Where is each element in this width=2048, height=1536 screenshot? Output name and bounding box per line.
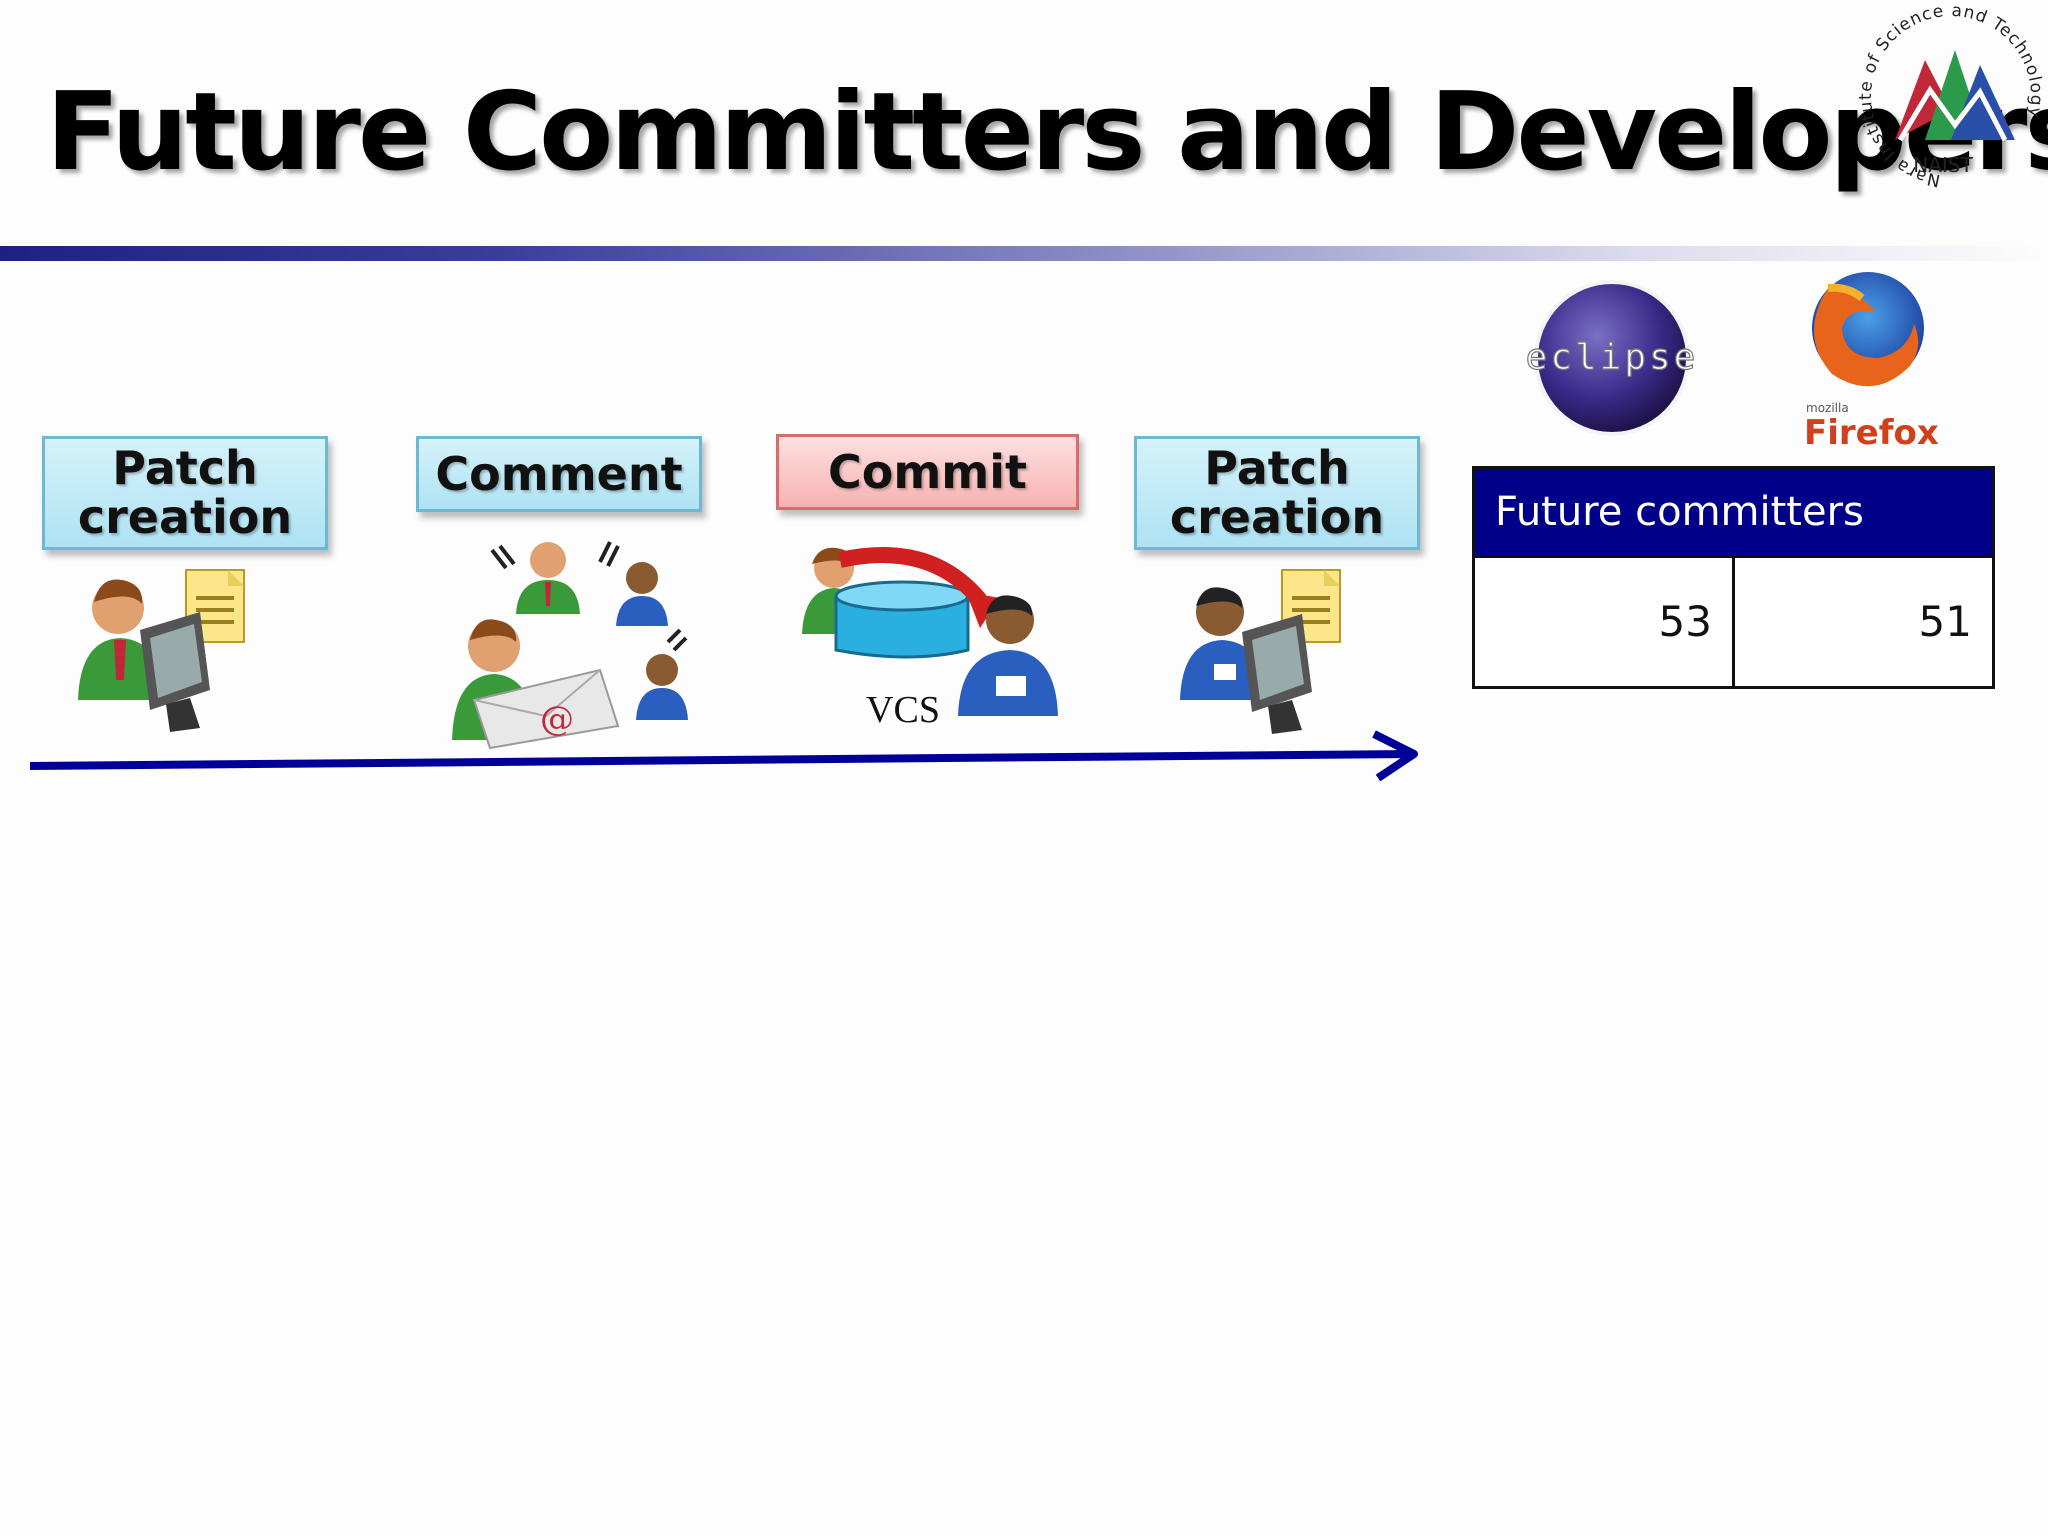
step-label-line: Patch (112, 441, 258, 495)
svg-text:Firefox: Firefox (1804, 413, 1939, 453)
svg-text:NAIST: NAIST (1913, 153, 1973, 177)
step-patch-creation-2: Patch creation (1134, 436, 1420, 550)
step-patch-creation-1: Patch creation (42, 436, 328, 550)
comment-discussion-icon: @ (452, 541, 688, 750)
title-underline-bar (0, 246, 2048, 261)
step-label-line: creation (1169, 490, 1385, 544)
eclipse-count-cell: 53 (1475, 558, 1732, 686)
developer-computer-icon (1180, 569, 1341, 734)
future-committers-table: Future committers 53 51 (1472, 466, 1995, 689)
svg-text:@: @ (540, 699, 574, 739)
firefox-count-cell: 51 (1732, 558, 1992, 686)
table-header: Future committers (1475, 469, 1992, 555)
naist-logo: Nara Institute of Science and Technology… (1856, 1, 2045, 190)
step-commit: Commit (776, 434, 1079, 510)
table-row: 53 51 (1475, 555, 1992, 686)
step-label-line: Patch (1204, 441, 1350, 495)
step-comment: Comment (416, 436, 702, 512)
vcs-commit-icon (802, 547, 1058, 716)
vcs-label: VCS (866, 689, 940, 731)
eclipse-logo: eclipse (1525, 280, 1699, 436)
timeline-arrow (29, 730, 1418, 782)
svg-text:eclipse: eclipse (1526, 337, 1699, 378)
step-label-line: Comment (435, 446, 683, 501)
step-label-line: Commit (828, 444, 1027, 499)
page-title: Future Committers and Developers (46, 70, 2048, 195)
step-label-line: creation (77, 490, 293, 544)
developer-computer-icon (78, 569, 245, 732)
svg-text:mozilla: mozilla (1806, 401, 1849, 415)
firefox-logo: mozilla Firefox (1804, 272, 1939, 453)
